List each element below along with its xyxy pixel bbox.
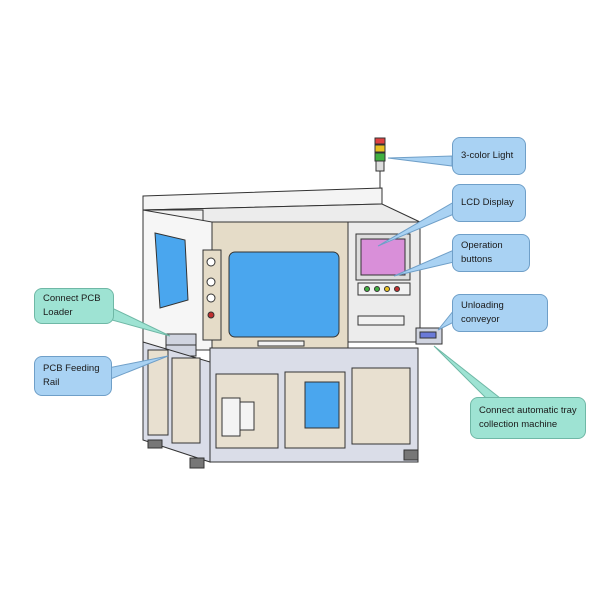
callout-operation-buttons-label: Operation buttons xyxy=(461,240,503,265)
upper-housing xyxy=(142,187,421,351)
callout-operation-buttons: Operation buttons xyxy=(452,234,530,272)
control-panel xyxy=(347,221,421,343)
callout-connect-tray-line2: collection machine xyxy=(479,419,558,430)
callout-connect-pcb-loader: Connect PCB Loader xyxy=(34,288,114,324)
feeding-rail xyxy=(165,333,197,357)
callout-pcb-feeding-rail: PCB Feeding Rail xyxy=(34,356,112,396)
lower-cabinet xyxy=(142,341,419,463)
callout-connect-tray-collection: Connect automatic tray collection machin… xyxy=(470,397,586,439)
callout-unloading-conveyor: Unloading conveyor xyxy=(452,294,548,332)
callout-lcd-display-label: LCD Display xyxy=(461,197,514,208)
callout-lcd-display: LCD Display xyxy=(452,184,526,222)
callout-connect-tray-line1: Connect automatic tray xyxy=(479,405,577,416)
callout-unloading-conveyor-label: Unloading conveyor xyxy=(461,300,504,325)
pointer-3-color-light xyxy=(387,155,453,167)
front-door-panel xyxy=(202,221,349,363)
callout-connect-pcb-loader-label: Connect PCB Loader xyxy=(43,293,101,318)
machine-feet xyxy=(147,439,419,469)
unloading-conveyor xyxy=(415,327,443,345)
callout-3-color-light-label: 3-color Light xyxy=(461,150,514,161)
tower-light-icon xyxy=(374,137,386,202)
callout-3-color-light: 3-color Light xyxy=(452,137,526,175)
callout-pcb-feeding-rail-label: PCB Feeding Rail xyxy=(43,363,100,388)
pointer-connect-tray xyxy=(433,345,502,399)
